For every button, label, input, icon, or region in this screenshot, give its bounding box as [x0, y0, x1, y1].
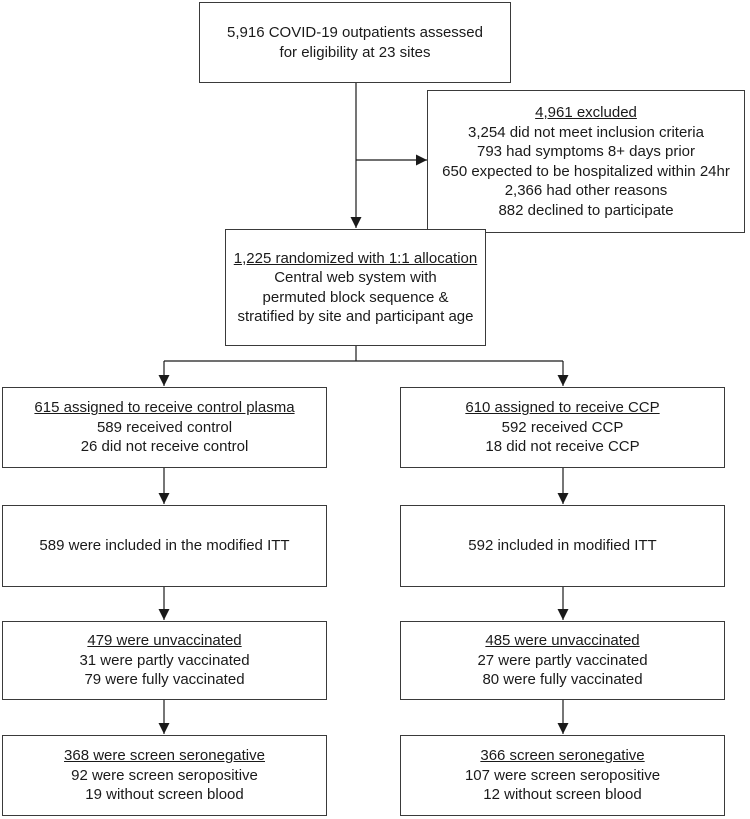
- control-vaccination-line-1: 31 were partly vaccinated: [79, 651, 250, 669]
- control-assigned-heading: 615 assigned to receive control plasma: [34, 399, 295, 417]
- ccp-vaccination-heading: 485 were unvaccinated: [485, 632, 640, 650]
- randomized-line-1: Central web system with: [274, 269, 437, 286]
- randomized-box: 1,225 randomized with 1:1 allocation Cen…: [225, 229, 486, 346]
- control-serostatus-line-2: 19 without screen blood: [85, 786, 244, 804]
- ccp-serostatus-line-1: 107 were screen seropositive: [464, 766, 661, 784]
- control-assigned-line-1: 589 received control: [96, 418, 233, 436]
- ccp-serostatus-box: 366 screen seronegative 107 were screen …: [400, 735, 725, 816]
- control-itt-line: 589 were included in the modified ITT: [39, 537, 290, 555]
- control-serostatus-heading: 368 were screen seronegative: [64, 747, 265, 765]
- randomized-heading: 1,225 randomized with 1:1 allocation: [233, 249, 478, 267]
- excluded-line-2: 793 had symptoms 8+ days prior: [476, 143, 696, 160]
- ccp-assigned-line-1: 592 received CCP: [501, 418, 624, 436]
- ccp-assigned-heading: 610 assigned to receive CCP: [465, 399, 660, 417]
- excluded-line-1: 3,254 did not meet inclusion criteria: [468, 123, 704, 141]
- assessed-line-1: 5,916 COVID-19 outpatients assessed: [227, 24, 483, 41]
- ccp-serostatus-line-2: 12 without screen blood: [483, 786, 642, 804]
- control-vaccination-heading: 479 were unvaccinated: [87, 632, 242, 650]
- ccp-assigned-box: 610 assigned to receive CCP 592 received…: [400, 387, 725, 468]
- excluded-heading: 4,961 excluded: [535, 104, 637, 121]
- ccp-vaccination-box: 485 were unvaccinated 27 were partly vac…: [400, 621, 725, 700]
- randomized-line-2: permuted block sequence &: [262, 288, 449, 306]
- ccp-itt-line: 592 included in modified ITT: [468, 537, 657, 555]
- randomized-line-3: stratified by site and participant age: [237, 308, 474, 325]
- control-vaccination-line-2: 79 were fully vaccinated: [84, 671, 245, 689]
- assessed-line-2: for eligibility at 23 sites: [279, 43, 431, 61]
- assessed-box: 5,916 COVID-19 outpatients assessed for …: [199, 2, 511, 83]
- ccp-itt-box: 592 included in modified ITT: [400, 505, 725, 587]
- ccp-vaccination-line-1: 27 were partly vaccinated: [477, 651, 648, 669]
- excluded-line-3: 650 expected to be hospitalized within 2…: [442, 162, 730, 180]
- control-serostatus-line-1: 92 were screen seropositive: [71, 766, 258, 784]
- control-vaccination-box: 479 were unvaccinated 31 were partly vac…: [2, 621, 327, 700]
- ccp-assigned-line-2: 18 did not receive CCP: [485, 438, 640, 456]
- control-assigned-box: 615 assigned to receive control plasma 5…: [2, 387, 327, 468]
- control-itt-box: 589 were included in the modified ITT: [2, 505, 327, 587]
- control-assigned-line-2: 26 did not receive control: [80, 438, 249, 456]
- ccp-vaccination-line-2: 80 were fully vaccinated: [482, 671, 643, 689]
- excluded-line-5: 882 declined to participate: [498, 201, 674, 219]
- ccp-serostatus-heading: 366 screen seronegative: [480, 747, 645, 765]
- excluded-line-4: 2,366 had other reasons: [504, 182, 668, 199]
- control-serostatus-box: 368 were screen seronegative 92 were scr…: [2, 735, 327, 816]
- excluded-box: 4,961 excluded 3,254 did not meet inclus…: [427, 90, 745, 233]
